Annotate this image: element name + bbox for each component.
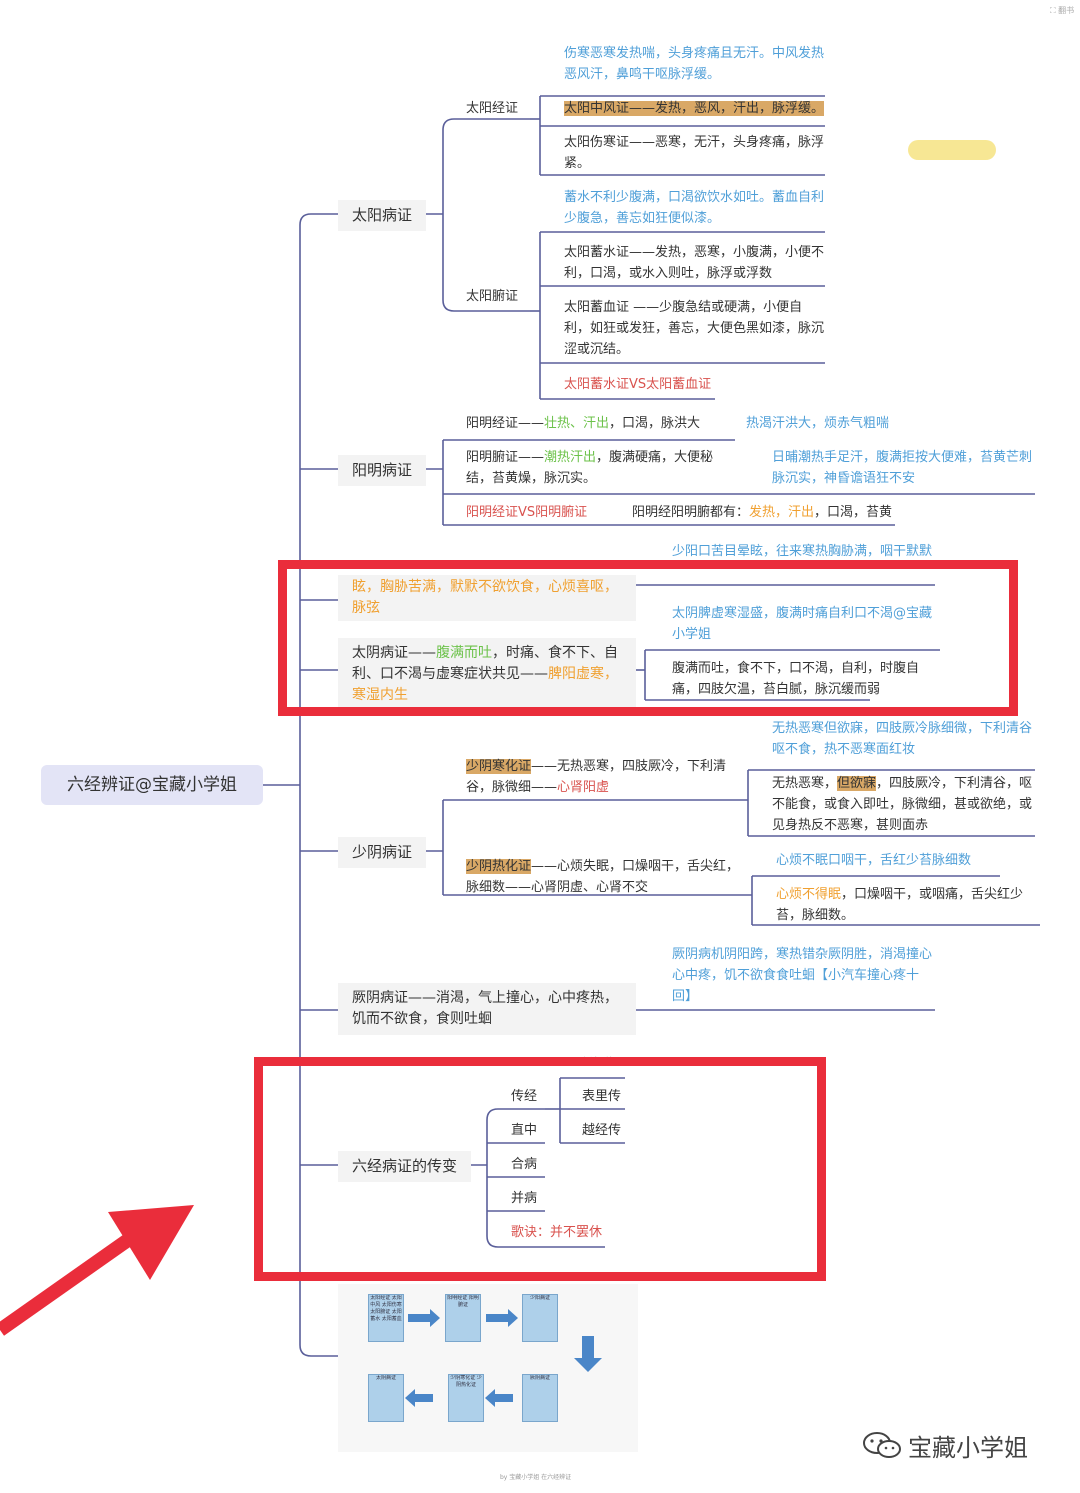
- taiyang-fu-label: 太阳腑证: [466, 289, 519, 304]
- yangming-jing-note: 热渴汗洪大，烦赤气粗喘: [746, 416, 890, 431]
- yangming-fu-note: 日晡潮热手足汗，腹满拒按大便难，苔黄芒刺脉沉实，神昏谵语狂不安: [772, 450, 1033, 486]
- root-node[interactable]: 六经辨证@宝藏小学姐: [41, 765, 263, 805]
- taiyang-node[interactable]: 太阳病证: [338, 200, 427, 231]
- shaoyang-node[interactable]: 眩，胸胁苦满，默默不欲饮食，心烦喜呕，脉弦: [338, 575, 636, 621]
- red-arrow: [0, 1205, 194, 1336]
- thumb-caption: by 宝藏小学姐 在六经辨证: [500, 1474, 572, 1481]
- taiyang-zhongfeng: 太阳中风证——发热，恶风，汗出，脉浮缓。: [564, 101, 825, 116]
- thumb-box-taiyang: 太阳经证 太阳中风 太阳伤寒 太阳腑证 太阳蓄水 太阳蓄血: [368, 1294, 404, 1342]
- thumb-box-shaoyin: 少阴寒化证 少阴热化证: [448, 1374, 484, 1422]
- chuanbian-sub-biaoli: 表里传: [582, 1089, 622, 1104]
- yangming-node[interactable]: 阳明病证: [338, 455, 427, 486]
- wechat-watermark: 宝藏小学姐: [862, 1428, 1028, 1462]
- shaoyin-han: 少阴寒化证——无热恶寒，四肢厥冷，下利清谷，脉微细——心肾阳虚: [466, 759, 727, 795]
- thumb-box-yangming: 阳明经证 阳明腑证: [445, 1294, 481, 1342]
- taiyang-vs: 太阳蓄水证VS太阳蓄血证: [564, 377, 712, 392]
- jueyin-node[interactable]: 厥阴病证——消渴，气上撞心，心中疼热，饥而不欲食，食则吐蛔: [338, 983, 636, 1035]
- highlight-box-chuanbian: [254, 1057, 826, 1281]
- taiyang-jing-label: 太阳经证: [466, 101, 519, 116]
- thumb-box-jueyin: 厥阴病证: [522, 1374, 558, 1422]
- wechat-icon: [863, 1432, 901, 1458]
- thumb-box-shaoyang: 少阳病证: [522, 1294, 558, 1342]
- chuanbian-sub-yuejing: 越经传: [582, 1123, 622, 1138]
- shaoyin-han-detail: 无热恶寒，但欲寐，四肢厥冷，下利清谷，呕不能食，或食入即吐，脉微细，甚或欲绝，或…: [772, 776, 1033, 833]
- thumb-box-taiyin: 太阴病证: [368, 1374, 404, 1422]
- chuanbian-node[interactable]: 六经病证的传变: [338, 1151, 472, 1182]
- yangming-fu: 阳明腑证——潮热汗出，腹满硬痛，大便秘结，苔黄燥，脉沉实。: [466, 450, 714, 486]
- watermark-text: 宝藏小学姐: [908, 1433, 1028, 1462]
- shaoyin-re-detail: 心烦不得眠，口燥咽干，或咽痛，舌尖红少苔，脉细数。: [776, 887, 1024, 923]
- chuanbian-item-bingbing: 并病: [511, 1191, 538, 1206]
- yangming-jing: 阳明经证——壮热、汗出，口渴，脉洪大: [466, 416, 701, 431]
- chuanbian-item-zhizhong: 直中: [511, 1123, 538, 1138]
- chuanbian-item-hebing: 合病: [511, 1157, 538, 1172]
- taiyang-xuxue: 太阳蓄血证 ——少腹急结或硬满，小便自利，如狂或发狂，善忘，大便色黑如漆，脉沉涩…: [564, 300, 825, 357]
- taiyin-symptom: 腹满而吐，食不下，口不渴，自利，时腹自痛，四肢欠温，苔白腻，脉沉缓而弱: [672, 661, 920, 697]
- summary-thumbnail[interactable]: 太阳经证 太阳中风 太阳伤寒 太阳腑证 太阳蓄水 太阳蓄血 阳明经证 阳明腑证 …: [338, 1284, 638, 1452]
- highlight-box-taiyin: [278, 560, 1018, 716]
- yangming-common: 阳明经阳明腑都有：发热，汗出，口渴，苔黄: [632, 505, 893, 520]
- jueyin-note: 厥阴病机阴阳跨，寒热错杂厥阴胜，消渴撞心心中疼，饥不欲食食吐蛔【小汽车撞心疼十回…: [672, 947, 933, 1004]
- chuanbian-item-chuanjing: 传经: [511, 1089, 538, 1104]
- thumb-arrows: [405, 1309, 602, 1407]
- yangming-vs: 阳明经证VS阳明腑证: [466, 505, 588, 520]
- taiyang-fu-note: 蓄水不利少腹满，口渴欲饮水如吐。蓄血自利少腹急，善忘如狂便似漆。: [564, 190, 825, 226]
- shaoyin-node[interactable]: 少阴病证: [338, 837, 427, 868]
- taiyang-shanghan: 太阳伤寒证——恶寒，无汗，头身疼痛，脉浮紧。: [564, 135, 825, 171]
- taiyang-jing-note: 伤寒恶寒发热喘，头身疼痛且无汗。中风发热恶风汗，鼻鸣干呕脉浮缓。: [564, 46, 825, 82]
- shaoyin-re: 少阴热化证——心烦失眠，口燥咽干，舌尖红，脉细数——心肾阴虚、心肾不交: [466, 859, 740, 895]
- chuanbian-geju: 歌诀：并不罢休: [511, 1225, 603, 1240]
- corner-mark: ⛶ 翻书: [1050, 6, 1075, 15]
- taiyin-note: 太阴脾虚寒湿盛，腹满时痛自利口不渴@宝藏小学姐: [672, 606, 933, 642]
- shaoyin-re-note: 心烦不眠口咽干，舌红少苔脉细数: [776, 853, 972, 868]
- taiyang-xushui: 太阳蓄水证——发热，恶寒，小腹满，小便不利，口渴，或水入则吐，脉浮或浮数: [564, 245, 825, 281]
- shaoyin-han-note: 无热恶寒但欲寐，四肢厥冷脉细微，下利清谷呕不食，热不恶寒面红妆: [772, 721, 1033, 757]
- taiyin-node[interactable]: 太阴病证——腹满而吐，时痛、食不下、自利、口不渴与虚寒症状共见——脾阳虚寒，寒湿…: [338, 638, 636, 708]
- shaoyang-note: 少阳口苦目晕眩，往来寒热胸胁满，咽干默默: [672, 544, 933, 559]
